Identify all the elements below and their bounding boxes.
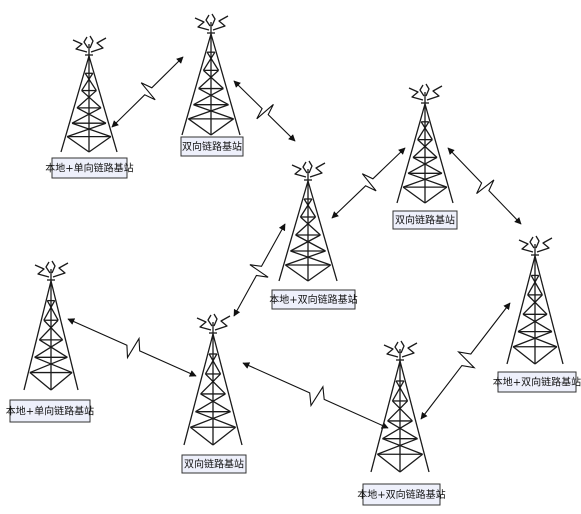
station-label: 本地+双向链路基站 — [269, 293, 357, 306]
station-label: 本地+单向链路基站 — [45, 162, 133, 175]
link-s2-s3 — [233, 80, 296, 142]
radio-tower-icon — [60, 35, 118, 153]
station-s7: 双向链路基站 — [181, 313, 247, 474]
link-s8-s5 — [420, 302, 511, 420]
station-s8: 本地+双向链路基站 — [357, 340, 446, 506]
radio-tower-icon — [370, 340, 430, 473]
station-label-box — [362, 483, 441, 506]
station-label: 双向链路基站 — [182, 140, 242, 153]
station-label-box — [9, 399, 91, 423]
station-label-box — [181, 454, 247, 474]
station-label-box — [392, 210, 458, 230]
radio-tower-icon — [181, 13, 241, 136]
radio-tower-icon — [23, 260, 79, 391]
station-label: 本地+双向链路基站 — [357, 488, 445, 501]
station-s3: 本地+双向链路基站 — [269, 160, 358, 310]
station-label: 双向链路基站 — [395, 214, 455, 227]
link-s4-s5 — [447, 147, 522, 225]
link-s3-s4 — [331, 147, 406, 219]
link-s7-s8 — [242, 362, 389, 429]
links-layer — [67, 56, 522, 429]
station-label: 本地+单向链路基站 — [6, 405, 94, 418]
station-s6: 本地+单向链路基站 — [6, 260, 94, 423]
station-s2: 双向链路基站 — [180, 13, 244, 157]
link-s1-s2 — [111, 56, 184, 128]
radio-tower-icon — [183, 313, 243, 446]
station-label-box — [497, 371, 577, 393]
station-label-box — [51, 157, 128, 179]
station-label-box — [180, 136, 244, 157]
station-s1: 本地+单向链路基站 — [45, 35, 134, 179]
radio-tower-icon — [396, 83, 454, 204]
stations-layer: 本地+单向链路基站双向链路基站本地+双向链路基站双向链路基站本地+双向链路基站本… — [6, 13, 581, 506]
radio-tower-icon — [506, 235, 564, 365]
station-s4: 双向链路基站 — [392, 83, 458, 230]
link-s3-s7 — [233, 223, 286, 317]
link-s6-s7 — [67, 318, 197, 377]
station-label: 双向链路基站 — [184, 458, 244, 471]
radio-tower-icon — [278, 160, 338, 282]
station-label-box — [271, 289, 356, 310]
station-label: 本地+双向链路基站 — [493, 376, 581, 389]
station-s5: 本地+双向链路基站 — [493, 235, 581, 393]
